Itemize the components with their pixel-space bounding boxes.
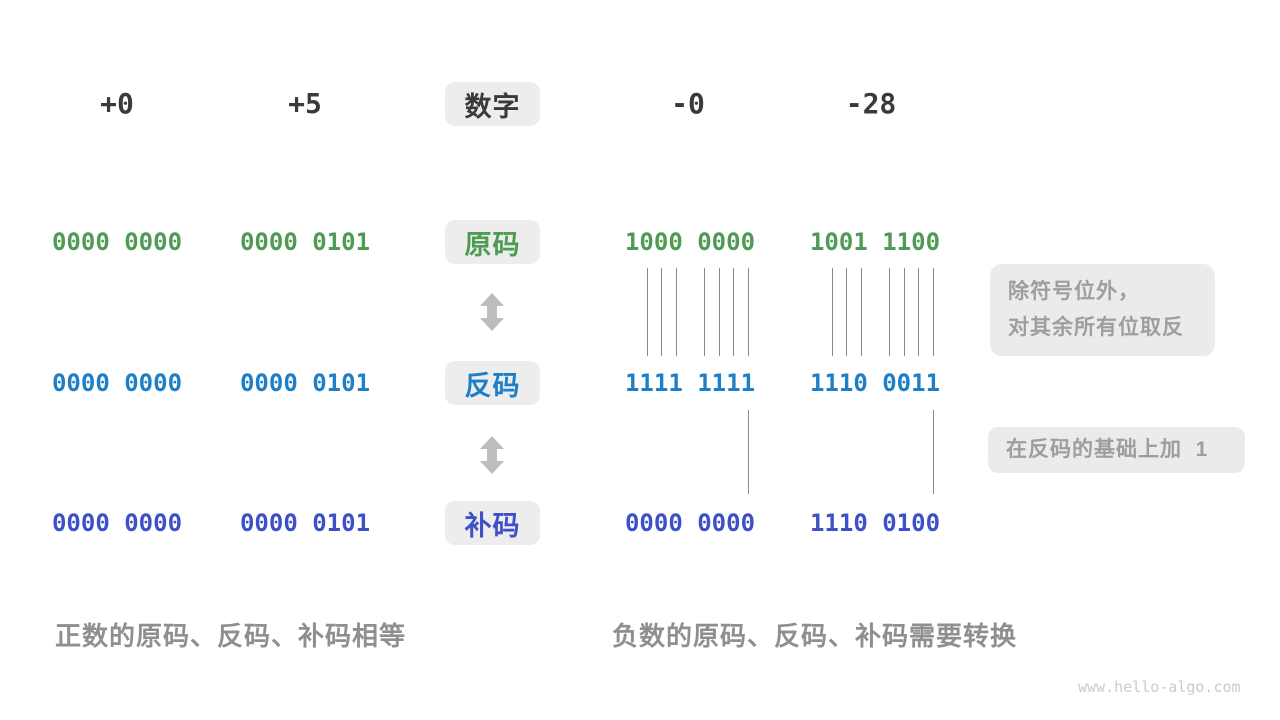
bit-line (719, 268, 720, 356)
binary-ones-complement: 1110 0011 (809, 369, 941, 397)
number-label: +5 (288, 87, 322, 120)
number-label: -0 (671, 87, 705, 120)
bit-line (661, 268, 662, 356)
updown-arrow-icon (480, 293, 504, 331)
binary-ones-complement: 0000 0000 (51, 369, 183, 397)
bit-line (676, 268, 677, 356)
badge-number: 数字 (445, 82, 540, 126)
caption-negative-numbers: 负数的原码、反码、补码需要转换 (612, 621, 1018, 651)
number-label: -28 (845, 87, 897, 120)
annotation-add-one: 在反码的基础上加 1 (988, 427, 1245, 473)
bit-line (933, 410, 934, 494)
bit-line (889, 268, 890, 356)
binary-sign-magnitude: 0000 0000 (51, 228, 183, 256)
bit-line (748, 410, 749, 494)
bit-line (904, 268, 905, 356)
updown-arrow-icon (480, 436, 504, 474)
binary-twos-complement: 0000 0101 (239, 509, 371, 537)
binary-twos-complement: 0000 0000 (51, 509, 183, 537)
caption-positive-numbers: 正数的原码、反码、补码相等 (55, 621, 407, 651)
annotation-invert-line2: 对其余所有位取反 (1008, 316, 1184, 339)
bit-line (846, 268, 847, 356)
annotation-add-one-text: 在反码的基础上加 1 (1006, 438, 1209, 461)
bit-line (861, 268, 862, 356)
binary-sign-magnitude: 0000 0101 (239, 228, 371, 256)
badge-ones-complement: 反码 (445, 361, 540, 405)
annotation-invert-line1: 除符号位外， (1008, 280, 1140, 303)
binary-ones-complement: 0000 0101 (239, 369, 371, 397)
watermark: www.hello-algo.com (1078, 678, 1241, 696)
bit-line (748, 268, 749, 356)
bit-line (918, 268, 919, 356)
badge-sign-magnitude: 原码 (445, 220, 540, 264)
binary-twos-complement: 1110 0100 (809, 509, 941, 537)
binary-sign-magnitude: 1001 1100 (809, 228, 941, 256)
bit-line (832, 268, 833, 356)
binary-ones-complement: 1111 1111 (624, 369, 756, 397)
annotation-invert-bits: 除符号位外， 对其余所有位取反 (990, 264, 1215, 356)
bit-line (933, 268, 934, 356)
badge-twos-complement: 补码 (445, 501, 540, 545)
binary-sign-magnitude: 1000 0000 (624, 228, 756, 256)
bit-line (647, 268, 648, 356)
bit-line (704, 268, 705, 356)
bit-line (733, 268, 734, 356)
binary-twos-complement: 0000 0000 (624, 509, 756, 537)
number-label: +0 (100, 87, 134, 120)
